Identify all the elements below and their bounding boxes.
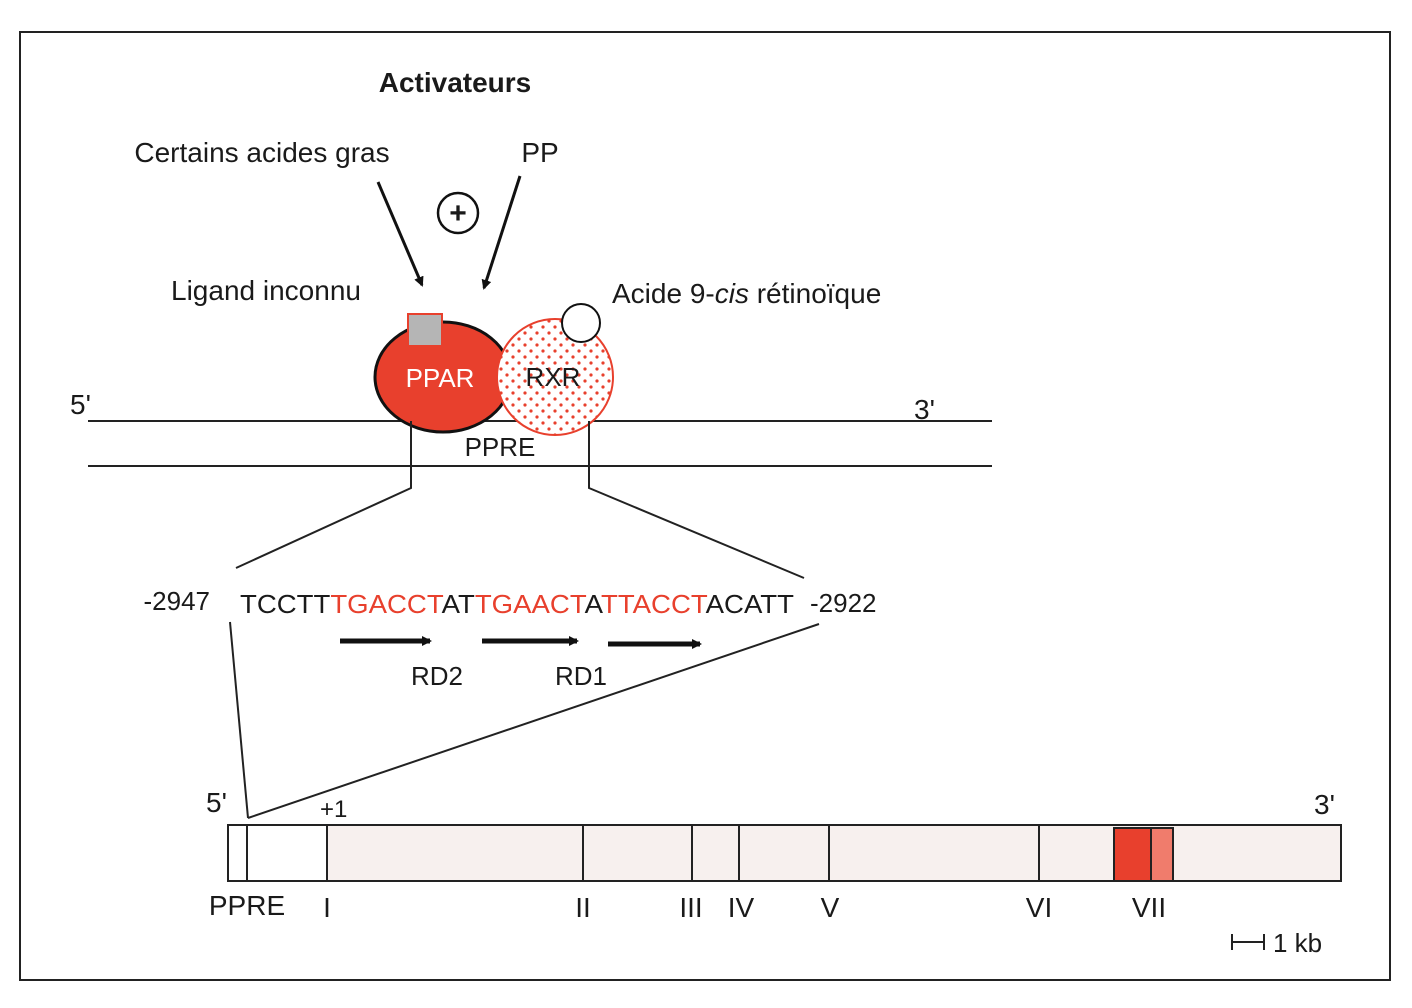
dna-five-prime: 5' <box>70 389 91 420</box>
retinoic-acid-ligand <box>561 303 601 343</box>
repeat-label-rd1: RD1 <box>555 661 607 691</box>
rxr-label: RXR <box>526 362 581 392</box>
exon-label-2: II <box>575 892 591 923</box>
gene-three-prime: 3' <box>1314 789 1335 820</box>
gene-body <box>326 824 1342 882</box>
exon-label-6: VI <box>1026 892 1052 923</box>
plus-sign: + <box>449 197 467 230</box>
seq-segment-7: ACATT <box>706 589 794 619</box>
zoom-line-gene-left <box>229 621 249 819</box>
pp-arrow <box>481 175 522 290</box>
sequence-end-pos: -2922 <box>810 588 877 618</box>
rxr-receptor <box>496 318 614 436</box>
gene-ppre-label: PPRE <box>209 890 285 921</box>
exon-label-5: V <box>821 892 840 923</box>
figure-frame <box>19 31 1391 981</box>
activators-title: Activateurs <box>379 67 532 98</box>
retinoic-acid-cis: cis <box>715 278 749 309</box>
repeat-label-rd2: RD2 <box>411 661 463 691</box>
seq-segment-5: A <box>585 589 604 619</box>
scale-bar <box>1231 934 1265 950</box>
zoom-line-left <box>235 421 412 569</box>
seq-segment-6: TTACCT <box>601 589 708 619</box>
exon-7-utr <box>1150 827 1174 882</box>
gene-five-prime: 5' <box>206 787 227 818</box>
plus-icon: + <box>436 191 480 235</box>
gene-tss: +1 <box>320 796 347 823</box>
seq-segment-4: TGAACT <box>475 589 587 619</box>
seq-segment-3: AT <box>442 589 475 619</box>
exon-label-1: I <box>323 892 331 923</box>
unknown-ligand-label: Ligand inconnu <box>171 275 361 306</box>
promoter-region <box>227 824 328 882</box>
fatty-acids-arrow <box>376 181 424 287</box>
unknown-ligand-square <box>407 313 443 347</box>
exon-label-7: VII <box>1132 892 1166 923</box>
fatty-acids-label: Certains acides gras <box>134 137 389 168</box>
zoom-line-gene-right <box>247 623 820 819</box>
pp-label: PP <box>521 137 558 168</box>
exon-label-4: IV <box>728 892 755 923</box>
retinoic-acid-prefix: Acide 9- <box>612 278 715 309</box>
zoom-line-right <box>588 421 805 579</box>
seq-segment-1: TCCTT <box>240 589 330 619</box>
ppar-label: PPAR <box>406 363 475 393</box>
seq-segment-2: TGACCT <box>330 589 443 619</box>
scale-bar-label: 1 kb <box>1273 928 1322 958</box>
retinoic-acid-suffix: rétinoïque <box>749 278 881 309</box>
gene-map <box>227 824 1342 882</box>
exon-label-3: III <box>679 892 702 923</box>
sequence-start-pos: -2947 <box>144 586 211 616</box>
exon-7-coding <box>1113 827 1152 882</box>
ppre-dna-label: PPRE <box>465 432 536 462</box>
dna-three-prime: 3' <box>914 394 935 425</box>
retinoic-acid-label: Acide 9-cis rétinoïque <box>612 278 881 309</box>
